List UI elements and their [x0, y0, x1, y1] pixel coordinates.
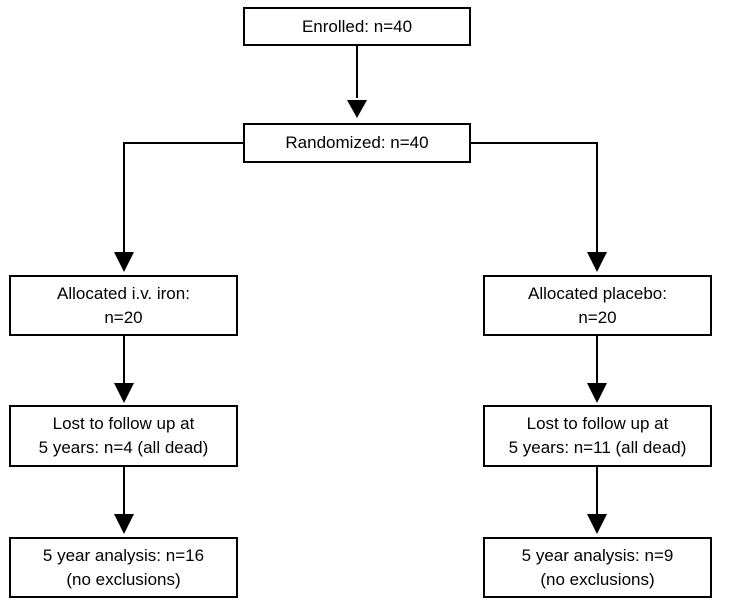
randomized-label: Randomized: n=40: [285, 133, 429, 152]
allocated-iv-iron-label: Allocated i.v. iron:: [57, 283, 190, 303]
allocated-placebo-count: n=20: [578, 307, 617, 327]
enrolled-label: Enrolled: n=40: [301, 16, 413, 36]
arrowhead-left-lost-to-analysis: [114, 514, 134, 534]
allocated-iv-iron-count: n=20: [104, 307, 143, 327]
arrowhead-randomized-to-right: [587, 252, 607, 272]
arrowhead-left-allocated-to-lost: [114, 383, 134, 403]
analysis-iv-iron-box: 5 year analysis: n=16 (no exclusions): [9, 537, 238, 598]
allocated-placebo-label: Allocated placebo:: [528, 283, 667, 303]
arrowhead-right-allocated-to-lost: [587, 383, 607, 403]
analysis-placebo-line2: (no exclusions): [540, 569, 655, 589]
randomized-box: Randomized: n=40: [243, 123, 471, 163]
analysis-iv-iron-line1: 5 year analysis: n=16: [42, 545, 205, 565]
arrowhead-randomized-to-left: [114, 252, 134, 272]
lost-followup-placebo-line1: Lost to follow up at: [526, 414, 669, 433]
lost-followup-placebo-box: Lost to follow up at 5 years: n=11 (all …: [483, 405, 712, 467]
allocated-placebo-box: Allocated placebo: n=20: [483, 275, 712, 336]
arrowhead-right-lost-to-analysis: [587, 514, 607, 534]
lost-followup-iv-iron-line2: 5 years: n=4 (all dead): [38, 438, 209, 457]
allocated-iv-iron-box: Allocated i.v. iron: n=20: [9, 275, 238, 336]
enrolled-box: Enrolled: n=40: [243, 7, 471, 46]
arrow-randomized-to-left: [123, 142, 245, 252]
analysis-iv-iron-line2: (no exclusions): [66, 569, 181, 589]
lost-followup-placebo-line2: 5 years: n=11 (all dead): [508, 438, 687, 457]
arrowhead-enrolled-to-randomized: [347, 100, 367, 118]
lost-followup-iv-iron-box: Lost to follow up at 5 years: n=4 (all d…: [9, 405, 238, 467]
arrow-randomized-to-right: [470, 142, 598, 252]
analysis-placebo-line1: 5 year analysis: n=9: [521, 545, 674, 565]
analysis-placebo-box: 5 year analysis: n=9 (no exclusions): [483, 537, 712, 598]
lost-followup-iv-iron-line1: Lost to follow up at: [52, 414, 195, 433]
